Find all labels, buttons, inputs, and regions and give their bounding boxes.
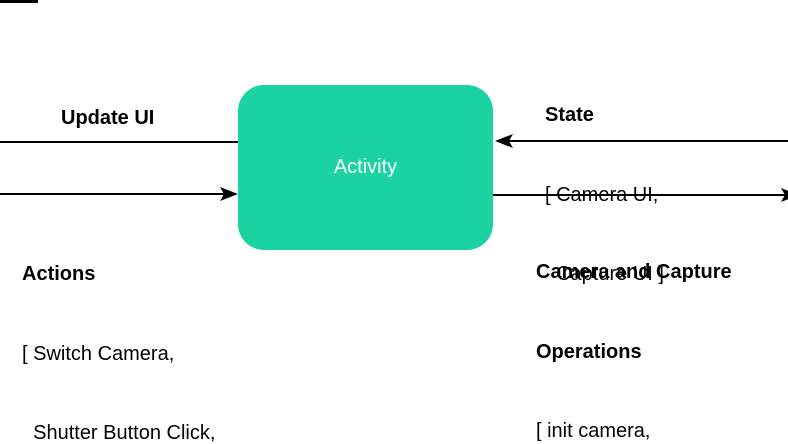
actions-block: Actions [ Switch Camera, Shutter Button … <box>22 208 264 444</box>
activity-label: Activity <box>333 156 398 178</box>
update-ui-arrow-line <box>0 141 239 143</box>
actions-line: [ Switch Camera, <box>22 342 175 365</box>
camera-ops-arrowhead-right-icon <box>781 188 788 202</box>
top-left-crop-mark <box>0 0 38 3</box>
state-arrowhead-left-icon <box>495 134 513 148</box>
camera-ops-block: Camera and Capture Operations [ init cam… <box>536 206 732 444</box>
state-line: Capture UI ] <box>545 263 664 285</box>
activity-node: Activity <box>238 85 493 250</box>
actions-title: Actions <box>22 263 96 285</box>
camera-ops-arrow-line <box>493 194 788 196</box>
actions-arrow-line <box>0 193 224 195</box>
camera-ops-line: [ init camera, <box>536 420 651 442</box>
state-arrow-line <box>497 140 788 142</box>
camera-ops-title: Operations <box>536 340 642 363</box>
state-title: State <box>545 104 594 126</box>
actions-arrowhead-right-icon <box>220 187 238 201</box>
actions-line: Shutter Button Click, <box>22 422 216 444</box>
camera-ops-title: Camera and Capture <box>536 261 732 283</box>
update-ui-label: Update UI <box>61 107 155 129</box>
